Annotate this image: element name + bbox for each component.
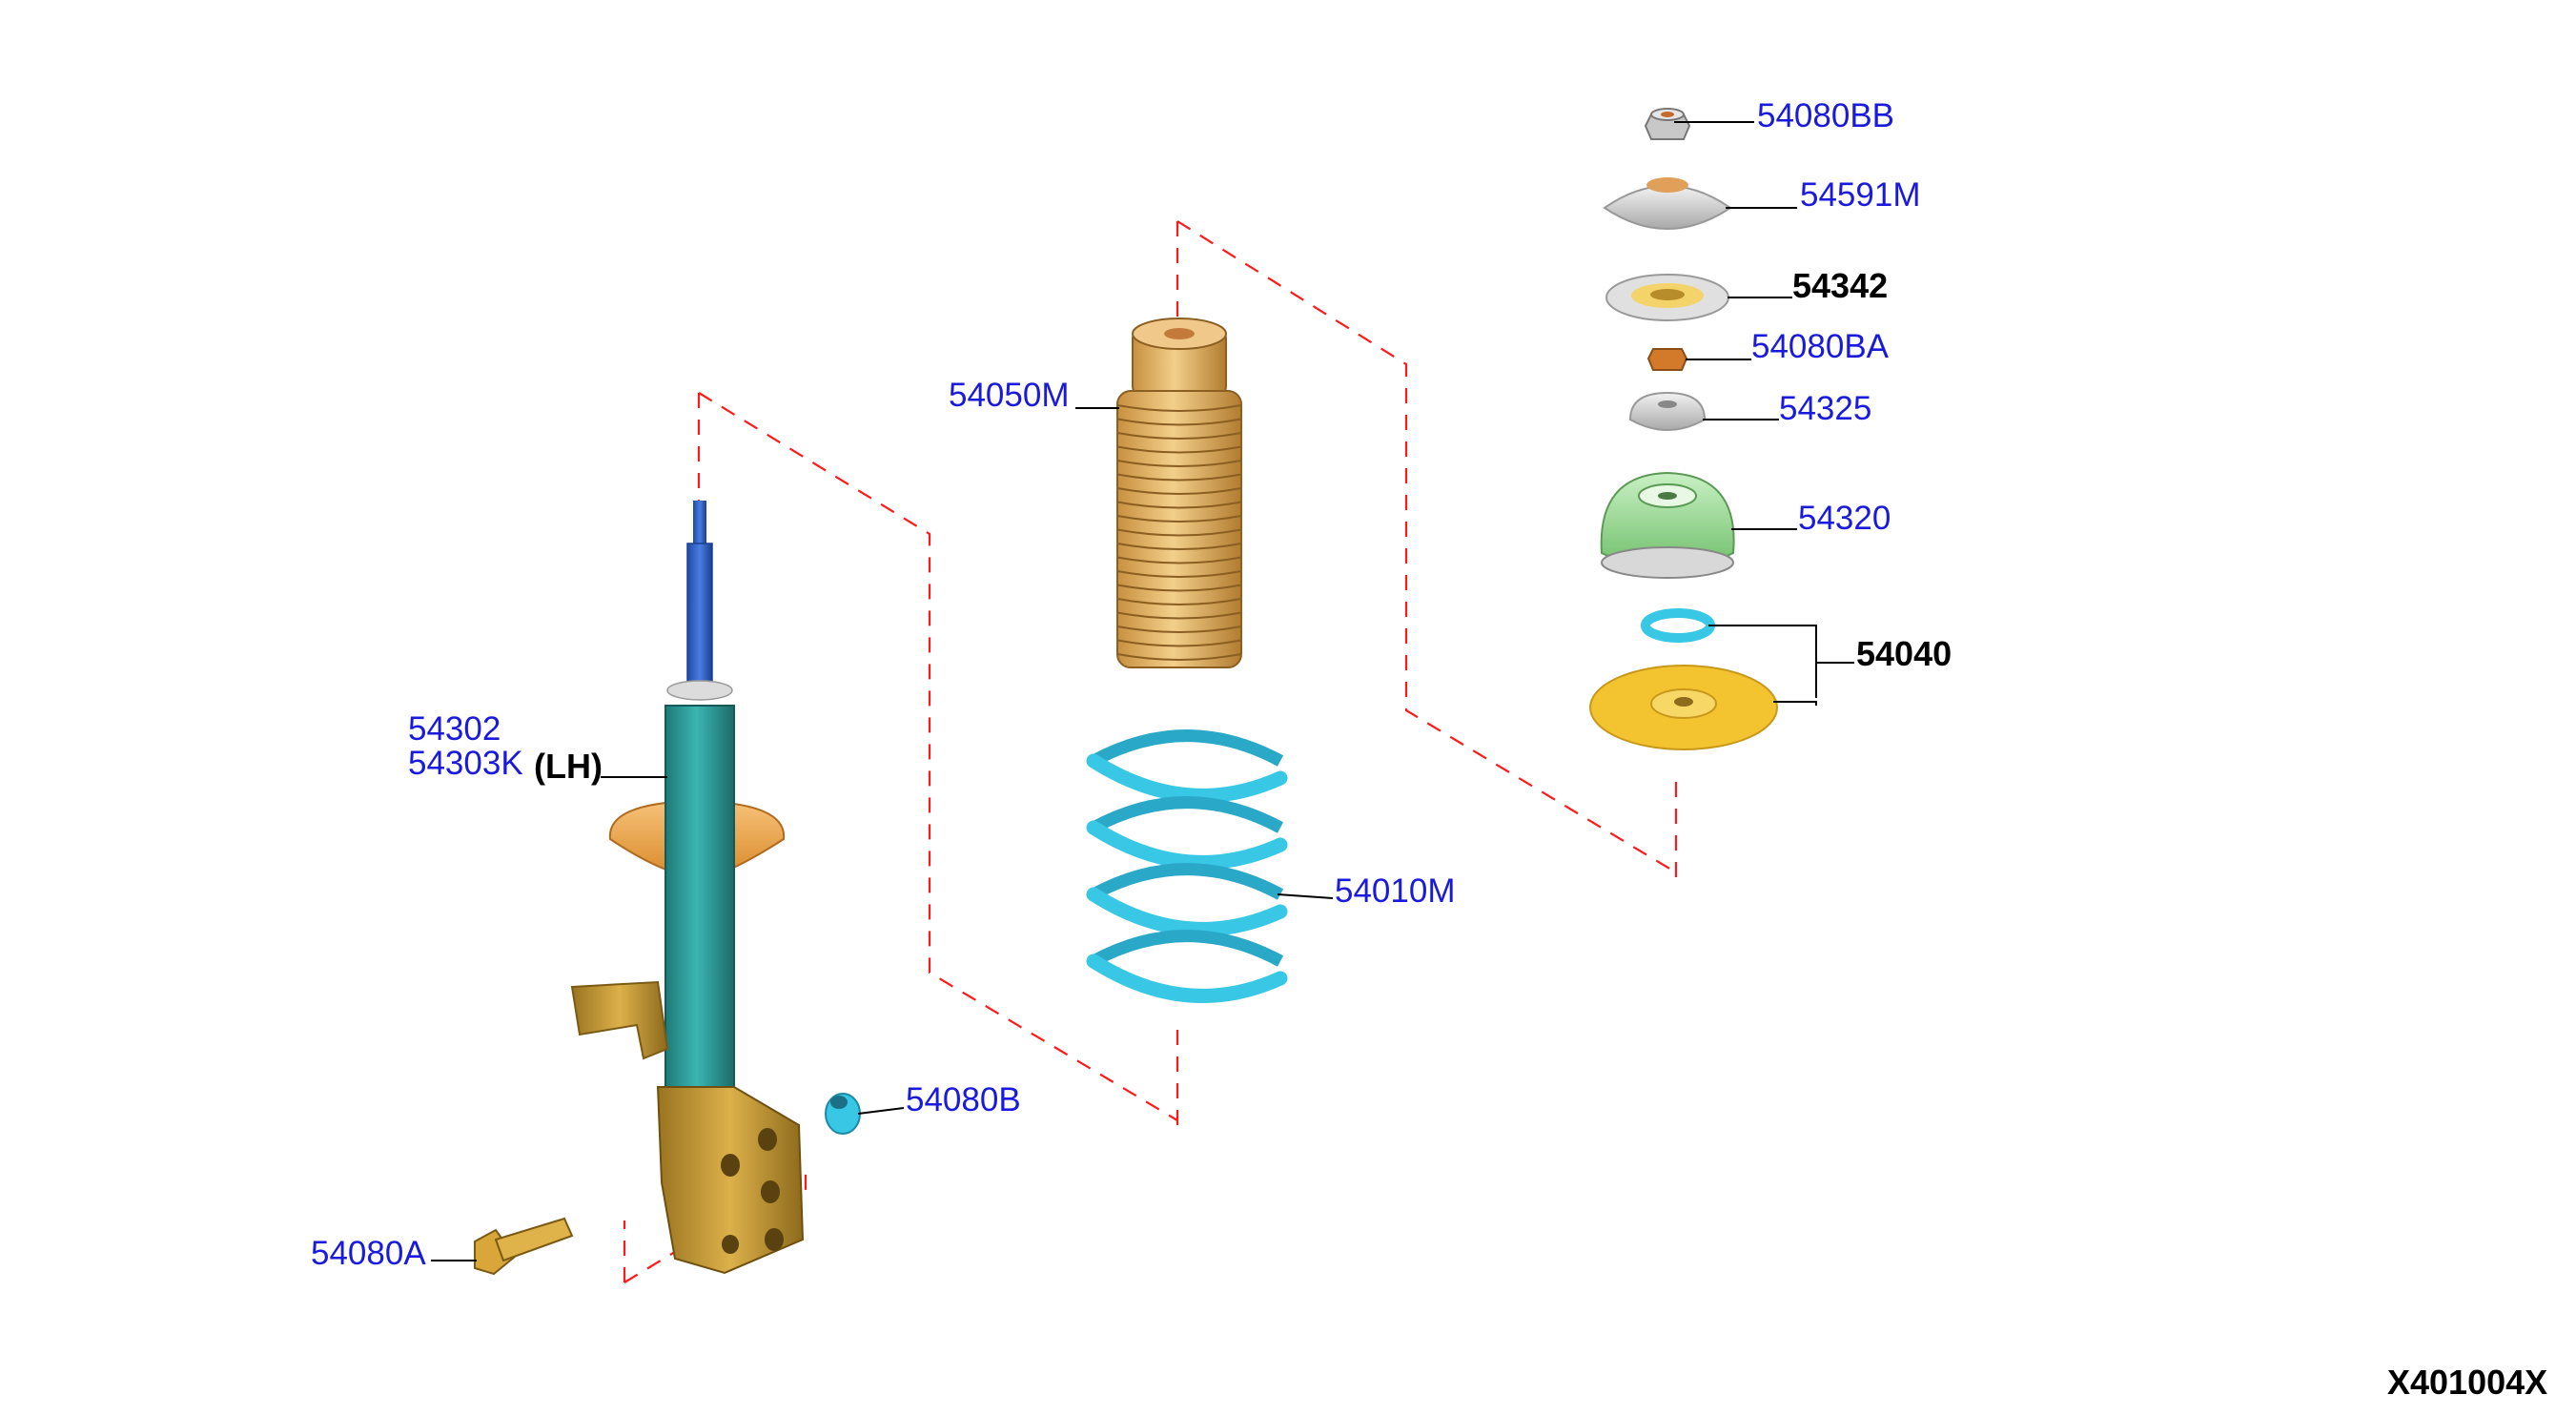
boot-fold-line bbox=[1116, 460, 1242, 467]
bearing-54325[interactable] bbox=[1628, 391, 1707, 431]
spring-coil-front bbox=[1086, 887, 1288, 936]
boot-fold-line bbox=[1116, 418, 1242, 426]
bolt-54080A[interactable] bbox=[474, 1217, 574, 1276]
mount-54320[interactable] bbox=[1600, 471, 1735, 579]
dust-boot-54050M[interactable] bbox=[1116, 318, 1242, 668]
label-54080B[interactable]: 54080B bbox=[906, 1081, 1021, 1118]
nut-54080BA[interactable] bbox=[1646, 348, 1688, 371]
boot-fold-line bbox=[1116, 528, 1242, 537]
leader-lines bbox=[431, 121, 1854, 1261]
boot-fold-line bbox=[1116, 584, 1242, 592]
label-54080BB[interactable]: 54080BB bbox=[1757, 97, 1894, 134]
spring-coil-back bbox=[1090, 863, 1284, 900]
label-54040[interactable]: 54040 bbox=[1856, 634, 1952, 673]
spring-coil-back bbox=[1090, 729, 1284, 767]
part-labels: 54080BB 54591M 54342 54080BA 54325 54320… bbox=[311, 97, 2547, 1402]
nut-54080B[interactable] bbox=[825, 1093, 861, 1135]
boot-fold-line bbox=[1116, 543, 1242, 550]
boot-fold-line bbox=[1116, 487, 1242, 495]
label-strut-54302[interactable]: 54302 bbox=[408, 710, 501, 748]
boot-fold-line bbox=[1116, 556, 1242, 564]
label-54010M[interactable]: 54010M bbox=[1335, 872, 1455, 910]
boot-fold-line bbox=[1116, 611, 1242, 620]
boot-fold-line bbox=[1116, 625, 1242, 633]
ring-54040[interactable] bbox=[1641, 608, 1715, 643]
boot-fold-line bbox=[1116, 432, 1242, 440]
boot-fold-line bbox=[1116, 501, 1242, 509]
seat-54040[interactable] bbox=[1589, 665, 1778, 750]
spring-coil-front bbox=[1086, 753, 1288, 803]
boot-fold-line bbox=[1116, 598, 1242, 605]
boot-fold-line bbox=[1116, 570, 1242, 578]
spring-coil-back bbox=[1090, 930, 1284, 967]
label-side-lh: (LH) bbox=[534, 747, 603, 786]
boot-fold-line bbox=[1116, 445, 1242, 454]
label-54342[interactable]: 54342 bbox=[1792, 266, 1888, 305]
nut-54080BB[interactable] bbox=[1644, 108, 1691, 140]
spring-coil-back bbox=[1090, 796, 1284, 833]
label-54050M[interactable]: 54050M bbox=[949, 377, 1069, 414]
dust-boot-folds bbox=[1116, 404, 1242, 661]
label-strut-54303K[interactable]: 54303K bbox=[408, 745, 523, 782]
label-54080A[interactable]: 54080A bbox=[311, 1235, 426, 1272]
exploded-view-lines bbox=[623, 220, 1678, 1283]
label-54080BA[interactable]: 54080BA bbox=[1751, 328, 1890, 365]
washer-54591M[interactable] bbox=[1603, 177, 1732, 230]
boot-fold-line bbox=[1116, 515, 1242, 523]
boot-fold-line bbox=[1116, 653, 1242, 661]
diagram-code: X401004X bbox=[2387, 1363, 2547, 1402]
coil-spring-54010M[interactable] bbox=[1086, 729, 1288, 1003]
label-54325[interactable]: 54325 bbox=[1779, 390, 1871, 427]
boot-fold-line bbox=[1116, 404, 1242, 412]
spring-coil-front bbox=[1086, 820, 1288, 870]
insulator-54342[interactable] bbox=[1605, 274, 1729, 321]
boot-fold-line bbox=[1116, 639, 1242, 647]
spring-coil-front bbox=[1086, 954, 1288, 1003]
boot-fold-line bbox=[1116, 473, 1242, 482]
label-54591M[interactable]: 54591M bbox=[1800, 176, 1920, 214]
label-54320[interactable]: 54320 bbox=[1798, 500, 1891, 537]
strut-assembly[interactable] bbox=[570, 501, 805, 1275]
